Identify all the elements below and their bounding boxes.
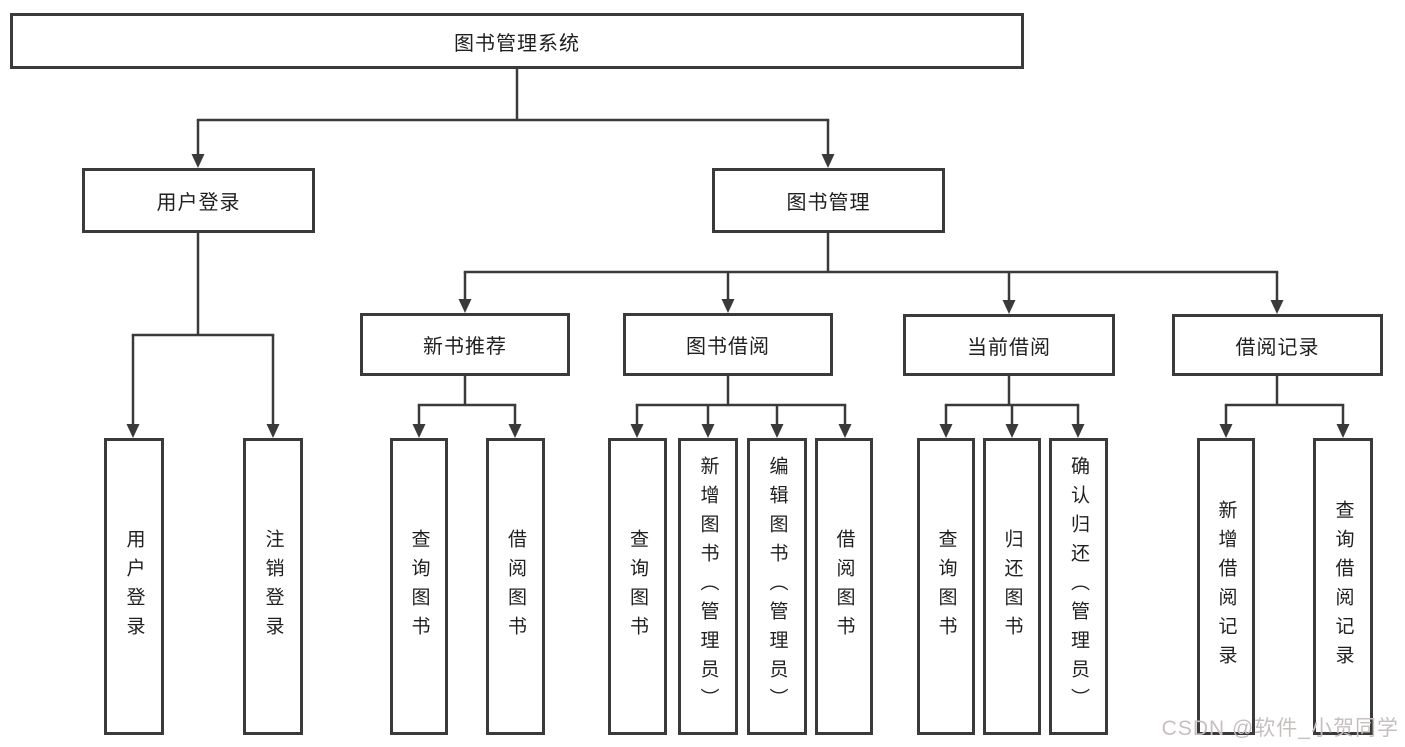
node-label: 归还图书 — [1001, 528, 1023, 645]
leaf-borrow-books-1: 借阅图书 — [486, 438, 545, 735]
node-label: 注销登录 — [262, 528, 284, 645]
node-label: 查询借阅记录 — [1332, 499, 1354, 674]
node-label: 用户登录 — [123, 528, 145, 645]
node-root-library-system: 图书管理系统 — [10, 13, 1024, 69]
leaf-edit-books-admin: 编辑图书（管理员） — [747, 438, 807, 735]
node-book-borrowing: 图书借阅 — [623, 313, 833, 376]
leaf-add-borrow-record: 新增借阅记录 — [1197, 438, 1255, 735]
node-label: 借阅记录 — [1235, 336, 1320, 359]
leaf-add-books-admin: 新增图书（管理员） — [678, 438, 738, 735]
node-label: 查询图书 — [408, 528, 430, 645]
node-label: 用户登录 — [156, 192, 241, 214]
node-label: 查询图书 — [627, 528, 648, 645]
leaf-query-books-2: 查询图书 — [608, 438, 667, 735]
leaf-confirm-return-admin: 确认归还（管理员） — [1049, 438, 1108, 735]
node-label: 借阅图书 — [833, 528, 855, 645]
node-user-login: 用户登录 — [82, 168, 315, 233]
node-label: 图书借阅 — [686, 336, 770, 358]
leaf-query-books-3: 查询图书 — [917, 438, 975, 735]
node-label: 当前借阅 — [967, 336, 1051, 359]
node-label: 图书管理系统 — [454, 32, 580, 55]
node-new-book-recommend: 新书推荐 — [360, 313, 570, 376]
node-label: 图书管理 — [786, 192, 871, 214]
node-label: 新增借阅记录 — [1215, 499, 1237, 674]
csdn-watermark: CSDN @软件_小贺同学 — [1161, 717, 1399, 740]
node-label: 新书推荐 — [423, 336, 507, 358]
node-label: 确认归还（管理员） — [1068, 456, 1089, 717]
leaf-return-books: 归还图书 — [983, 438, 1041, 735]
leaf-user-login: 用户登录 — [104, 438, 164, 735]
node-label: 新增图书（管理员） — [697, 456, 719, 717]
leaf-query-borrow-record: 查询借阅记录 — [1313, 438, 1373, 735]
node-label: 借阅图书 — [505, 528, 526, 645]
node-borrow-records: 借阅记录 — [1172, 314, 1383, 376]
leaf-query-books-1: 查询图书 — [390, 438, 448, 735]
node-label: 查询图书 — [935, 528, 957, 645]
leaf-borrow-books-2: 借阅图书 — [815, 438, 873, 735]
node-book-management: 图书管理 — [712, 168, 945, 233]
leaf-logout: 注销登录 — [243, 438, 303, 735]
node-label: 编辑图书（管理员） — [766, 456, 788, 717]
node-current-borrowing: 当前借阅 — [903, 314, 1115, 376]
